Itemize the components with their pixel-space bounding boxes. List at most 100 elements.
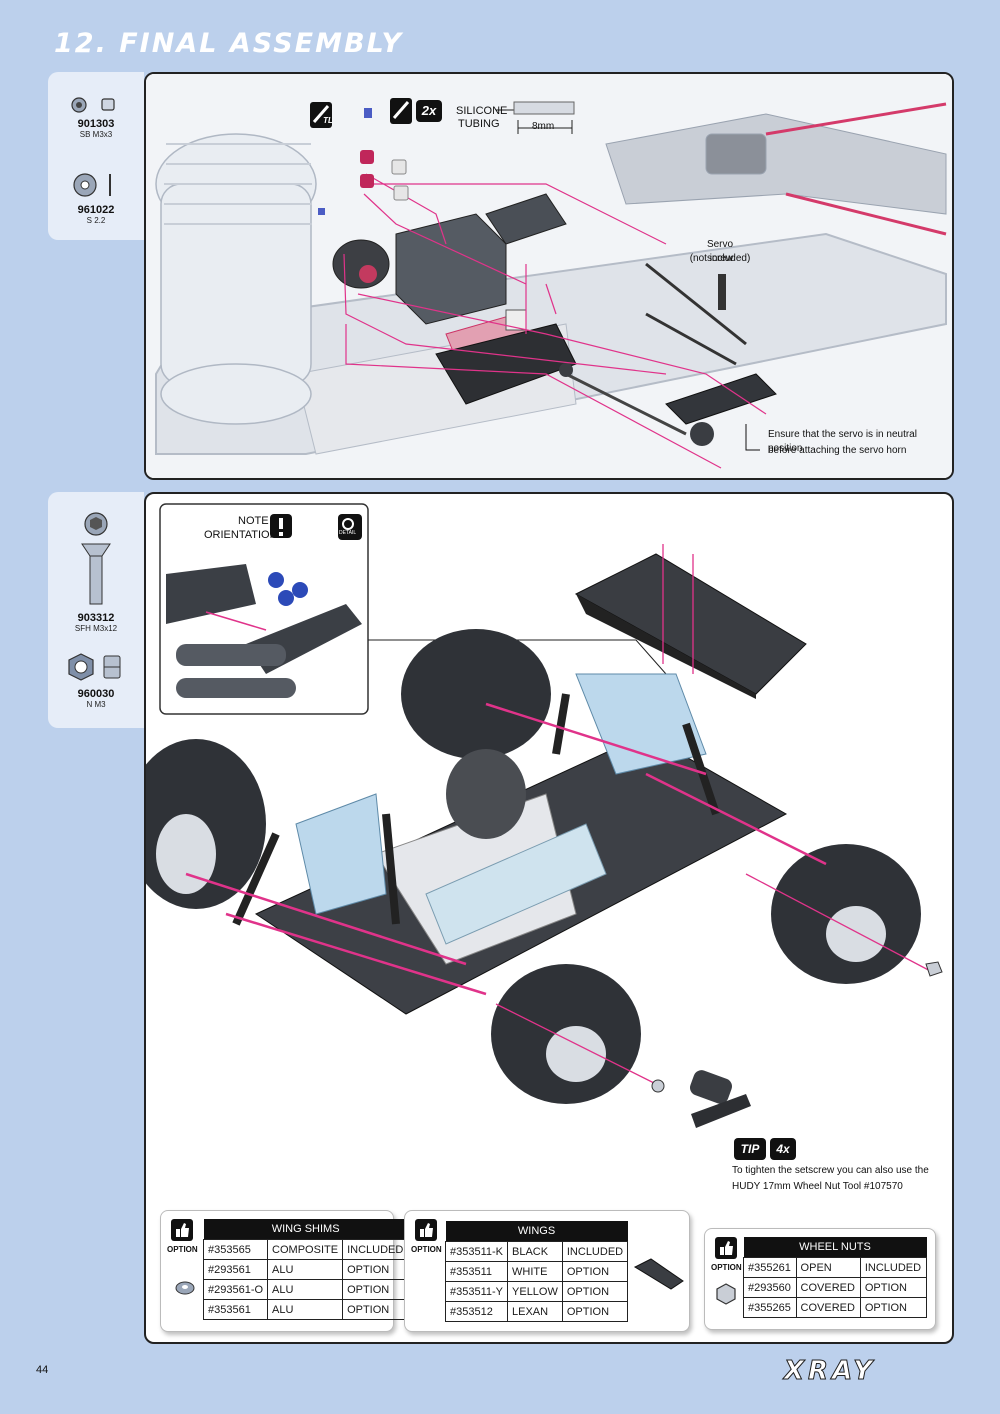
part-number: #353511-Y [444,1281,509,1302]
table-title: WING SHIMS [203,1219,408,1240]
table-row: #353511-K BLACK INCLUDED [444,1241,629,1262]
table-row: #355261 OPEN INCLUDED [743,1257,928,1278]
option-box-wing-shims: OPTION WING SHIMS #353565 COMPOSITE INCL… [160,1210,409,1332]
note-label: ORIENTATION [204,529,278,541]
option-box-wings: OPTION WINGS #353511-K BLACK INCLUDED #3… [404,1210,690,1332]
flat-head-screw-icon [81,512,111,605]
part-number: #293561-O [202,1279,269,1300]
servo-screw-label: (not included) [689,253,751,264]
table-row: #353565 COMPOSITE INCLUDED [202,1239,409,1260]
table-title: WHEEL NUTS [743,1237,927,1258]
availability: OPTION [561,1281,629,1302]
tip-badge: TIP [734,1138,766,1160]
parts-legend-bottom: 903312 SFH M3x12 960030 N M3 [48,492,144,728]
page-title: 12. FINAL ASSEMBLY [54,28,404,59]
chassis-engine-illustration [146,74,952,478]
tool-badge: TL [323,116,333,125]
part-number: #293560 [743,1277,797,1298]
truggy-illustration [146,503,943,1128]
part-code: 961022 [77,204,115,216]
availability: INCLUDED [561,1241,629,1262]
availability: OPTION [859,1297,928,1318]
material: COMPOSITE [267,1239,344,1260]
table-row: #293560 COVERED OPTION [743,1277,928,1298]
table-row: #293561-O ALU OPTION [202,1279,409,1300]
part-number: #355261 [743,1257,797,1278]
wheel-nut-icon [716,1283,736,1305]
availability: OPTION [342,1299,409,1320]
nut-icon [68,653,121,681]
parts-legend-top: 901303 SB M3x3 961022 S 2.2 [48,72,144,240]
type: OPEN [795,1257,861,1278]
tubing-label: SILICONE [456,105,508,117]
page-number: 44 [36,1364,49,1376]
xray-logo: XRAY [782,1356,876,1386]
brand-logo-text: XRAY [782,1356,876,1385]
thumbs-up-icon [715,1237,737,1259]
part-desc: N M3 [86,700,106,709]
part-number: #355265 [743,1297,797,1318]
neutral-position-note: before attaching the servo horn [768,445,907,456]
wings-table: WINGS #353511-K BLACK INCLUDED #353511 W… [444,1221,629,1322]
table-row: #353511-Y YELLOW OPTION [444,1281,629,1302]
availability: OPTION [859,1277,928,1298]
availability: INCLUDED [342,1239,409,1260]
shim-icon [73,173,111,197]
tip-text: To tighten the setscrew you can also use… [732,1165,929,1176]
availability: OPTION [561,1301,629,1322]
color: YELLOW [507,1281,563,1302]
type: COVERED [795,1277,861,1298]
table-row: #355265 COVERED OPTION [743,1297,928,1318]
material: ALU [267,1299,344,1320]
option-label: OPTION [711,1263,742,1272]
step-panel-throttle-linkage: TL 2x SILICONE TUBING 8mm Servo screw (n… [144,72,954,480]
availability: OPTION [342,1259,409,1280]
wing-icon [633,1258,684,1290]
table-row: #293561 ALU OPTION [202,1259,409,1280]
table-row: #353511 WHITE OPTION [444,1261,629,1282]
option-label: OPTION [411,1245,442,1254]
material: ALU [267,1279,344,1300]
tip-text: HUDY 17mm Wheel Nut Tool #107570 [732,1181,903,1192]
part-code: 903312 [77,612,115,624]
tubing-label: TUBING [458,118,500,130]
tubing-length: 8mm [532,121,555,132]
part-code: 901303 [77,118,115,130]
table-row: #353512 LEXAN OPTION [444,1301,629,1322]
wing-shim-icon [175,1281,195,1295]
part-number: #353511 [444,1261,509,1282]
button-head-screw-icon [71,97,115,113]
part-desc: SB M3x3 [79,130,113,139]
detail-label: DETAIL [339,530,357,536]
table-row: #353561 ALU OPTION [202,1299,409,1320]
thumbs-up-icon [171,1219,193,1241]
color: BLACK [507,1241,563,1262]
part-desc: S 2.2 [86,216,106,225]
thumbs-up-icon [415,1219,437,1241]
part-desc: SFH M3x12 [74,624,118,633]
note-label: NOTE [238,515,269,527]
option-label: OPTION [167,1245,198,1254]
type: COVERED [795,1297,861,1318]
availability: INCLUDED [859,1257,928,1278]
part-number: #353565 [202,1239,269,1260]
wing-shims-table: WING SHIMS #353565 COMPOSITE INCLUDED #2… [202,1219,409,1320]
part-number: #353561 [202,1299,269,1320]
part-number: #353511-K [444,1241,509,1262]
quantity-badge: 4x [770,1138,796,1160]
part-number: #353512 [444,1301,509,1322]
table-title: WINGS [445,1221,628,1242]
availability: OPTION [561,1261,629,1282]
servo-screw-label: Servo screw [706,239,734,264]
wheel-nuts-table: WHEEL NUTS #355261 OPEN INCLUDED #293560… [743,1237,928,1318]
quantity-badge: 2x [416,100,442,122]
availability: OPTION [342,1279,409,1300]
step-panel-final-assembly: NOTE ORIENTATION DETAIL TIP 4x To tighte… [144,492,954,1344]
neutral-position-note: Ensure that the servo is in neutral posi… [768,429,917,454]
material: ALU [267,1259,344,1280]
color: LEXAN [507,1301,563,1322]
part-number: #293561 [202,1259,269,1280]
color: WHITE [507,1261,563,1282]
part-code: 960030 [77,688,115,700]
option-box-wheel-nuts: OPTION WHEEL NUTS #355261 OPEN INCLUDED … [704,1228,936,1330]
